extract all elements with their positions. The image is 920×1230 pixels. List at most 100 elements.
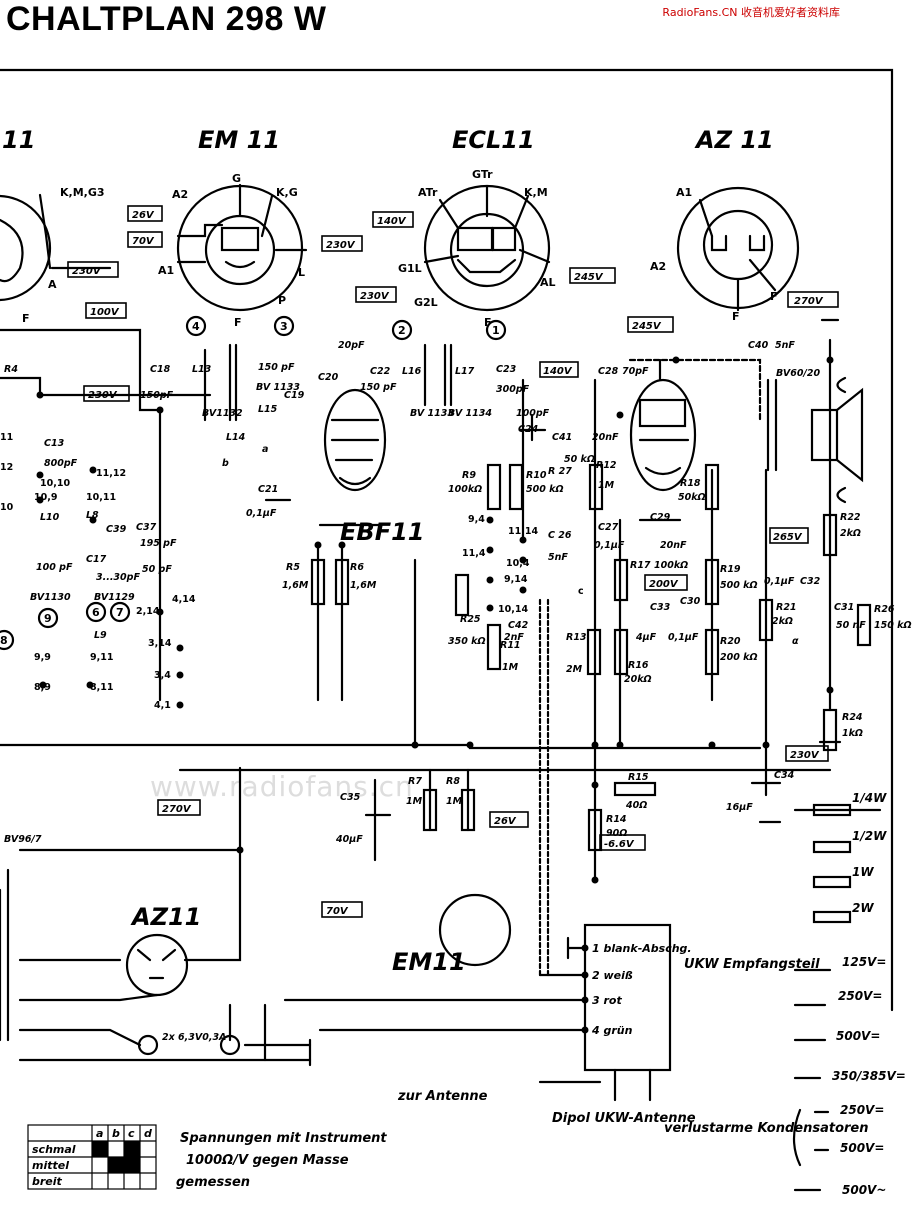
label: L15 <box>258 404 278 415</box>
label: C17 <box>86 554 107 565</box>
node-label: 8,11 <box>90 682 113 693</box>
label: b <box>222 458 229 469</box>
label: 1M <box>598 480 615 491</box>
label: 1kΩ <box>842 728 863 739</box>
label: 2kΩ <box>772 616 793 627</box>
node-label: 2,14 <box>136 606 160 617</box>
legend-row-schmal: schmal <box>32 1143 76 1156</box>
pin: G2L <box>414 296 438 309</box>
label: R10 <box>526 470 547 481</box>
r22-body <box>822 513 838 557</box>
r21-body <box>758 598 774 642</box>
voltage-box: 270V <box>162 804 192 815</box>
label: 100kΩ <box>448 484 482 495</box>
label: L10 <box>40 512 60 523</box>
label: BV1129 <box>94 592 135 603</box>
resistor-key-1w: 1W <box>852 865 874 879</box>
r12-body <box>588 463 604 511</box>
az11-bulb <box>702 209 774 281</box>
pin: G1L <box>398 262 422 275</box>
label: 4µF <box>635 632 657 643</box>
label: 150pF <box>140 390 174 401</box>
voltage-box: 26V <box>494 816 517 827</box>
node-label: 4,14 <box>172 594 196 605</box>
node-label: 9,11 <box>90 652 113 663</box>
label: BV1130 <box>30 592 71 603</box>
voltage-box: 230V <box>790 750 820 761</box>
label: R13 <box>566 632 587 643</box>
label: R17 <box>630 560 651 571</box>
ukw-pin-4: 4 grün <box>591 1024 633 1037</box>
r14-body <box>587 808 603 852</box>
resistor-key-half: 1/2W <box>852 829 887 843</box>
node-label: 11,14 <box>508 526 538 537</box>
legend-cell-filled <box>124 1141 140 1157</box>
pin: A1 <box>158 264 174 277</box>
label: C29 <box>650 512 671 523</box>
label: R6 <box>350 562 364 573</box>
label: C23 <box>496 364 517 375</box>
label: 500 kΩ <box>526 484 564 495</box>
voltage-box: 270V <box>794 296 824 307</box>
label: 0,1µF <box>246 508 277 519</box>
label: L14 <box>226 432 246 443</box>
r25-body <box>454 573 470 617</box>
cap-key-350: 350/385V= <box>832 1069 906 1083</box>
label: 50 pF <box>142 564 172 575</box>
label: 40Ω <box>625 800 647 811</box>
tube-label-left: 11 <box>2 126 35 154</box>
voltage-box: 70V <box>132 236 155 247</box>
node-label: 10 <box>0 502 14 513</box>
voltage-box: 230V <box>360 291 390 302</box>
tube-label-az11: AZ 11 <box>694 126 774 154</box>
label: C18 <box>150 364 171 375</box>
label: 350 kΩ <box>448 636 486 647</box>
label: 5nF <box>548 552 568 563</box>
label: C28 <box>598 366 619 377</box>
verlust-250: 250V= <box>840 1103 884 1117</box>
label: R14 <box>606 814 627 825</box>
r6-body <box>334 558 350 606</box>
label: C35 <box>340 792 361 803</box>
label: 20pF <box>338 340 365 351</box>
page-title: CHALTPLAN 298 W <box>6 0 327 38</box>
node-label: 9,9 <box>34 652 51 663</box>
node-label: 9,4 <box>468 514 485 525</box>
legend-cell-filled <box>124 1157 140 1173</box>
label: 1M <box>406 796 423 807</box>
r9-body <box>486 463 502 511</box>
label: L9 <box>94 630 107 641</box>
node-label: 11 <box>0 432 13 443</box>
pin: ATr <box>418 186 438 199</box>
verlust-500ac: 500V~ <box>842 1183 886 1197</box>
voltage-box: 100V <box>90 307 120 318</box>
legend-row-breit: breit <box>32 1175 63 1188</box>
label: 20nF <box>660 540 687 551</box>
label: 300pF <box>496 384 530 395</box>
r7-body <box>422 788 438 832</box>
r19-body <box>704 558 720 606</box>
node-label: 12 <box>0 462 13 473</box>
node-label: c <box>578 586 584 597</box>
voltage-box: 140V <box>377 216 407 227</box>
node-label: 10,11 <box>86 492 116 503</box>
label: R9 <box>462 470 476 481</box>
label: C42 <box>508 620 529 631</box>
legend-col-b: b <box>112 1127 120 1140</box>
label: 100 pF <box>36 562 73 573</box>
pin: K,M <box>524 186 548 199</box>
r8-body <box>460 788 476 832</box>
label: C30 <box>680 596 701 607</box>
label: 195 pF <box>140 538 177 549</box>
label: R18 <box>680 478 701 489</box>
label: C24 <box>518 424 539 435</box>
label: 150 kΩ <box>874 620 912 631</box>
label: BV 1133 <box>256 382 300 393</box>
ebf11-bulb <box>323 388 387 492</box>
tube-base-left <box>0 194 52 302</box>
marker: 3 <box>280 320 288 333</box>
tube-label-em11: EM 11 <box>198 126 280 154</box>
ukw-pin-2: 2 weiß <box>592 969 633 982</box>
label: 16µF <box>726 802 753 813</box>
pin: F <box>732 310 740 323</box>
